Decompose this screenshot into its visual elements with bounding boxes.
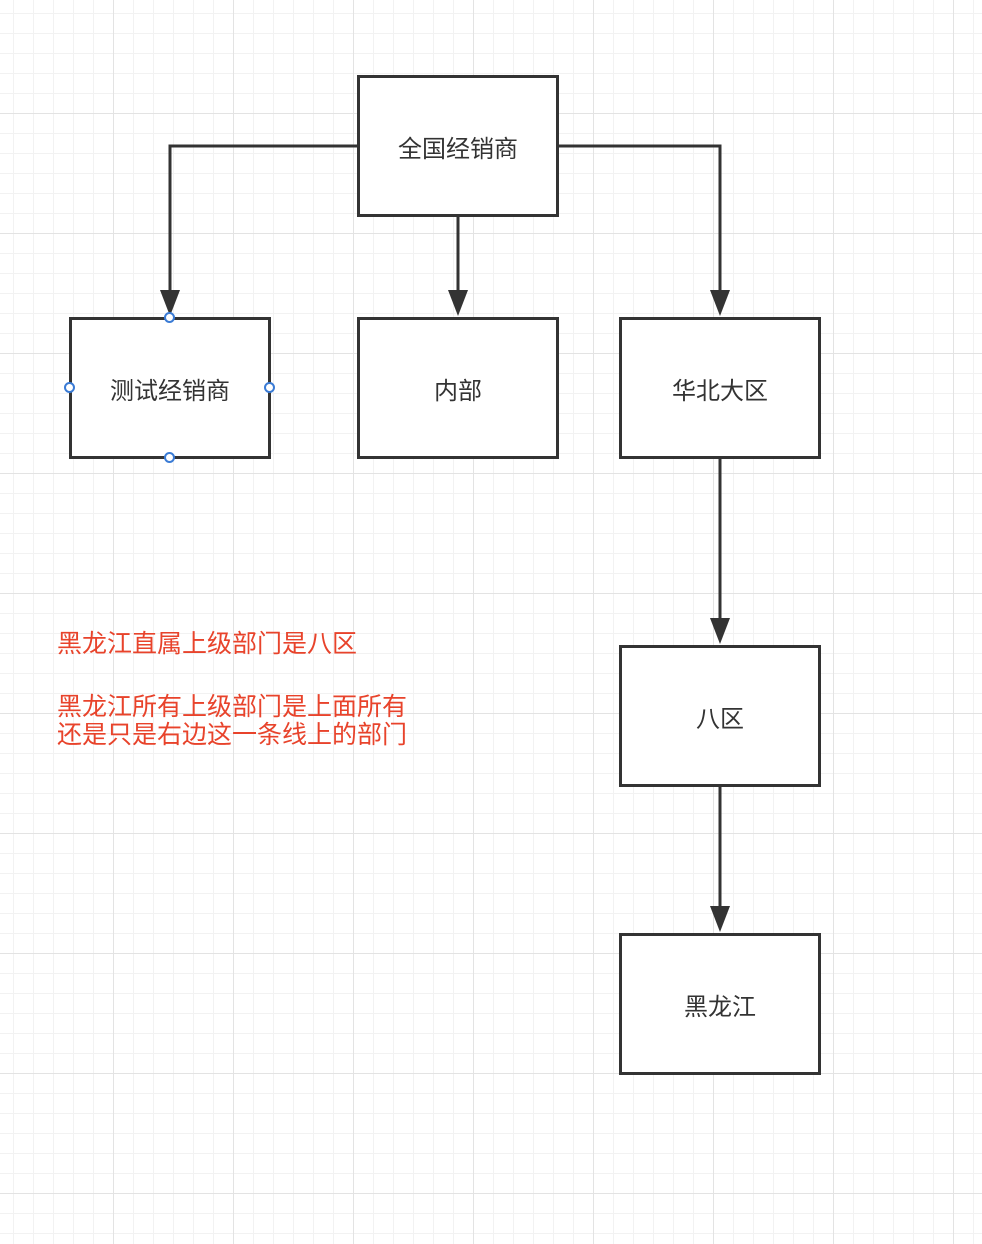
selection-handle-bottom[interactable]: [164, 452, 175, 463]
arrowhead-test-dealer: [160, 290, 180, 316]
node-root-label: 全国经销商: [398, 134, 518, 163]
note-line-3: 还是只是右边这一条线上的部门: [57, 720, 408, 749]
node-heilongjiang[interactable]: 黑龙江: [619, 933, 821, 1075]
edge-root-to-north-china[interactable]: [558, 144, 722, 290]
node-north-china[interactable]: 华北大区: [619, 317, 821, 459]
node-root[interactable]: 全国经销商: [357, 75, 559, 217]
node-north-china-label: 华北大区: [672, 376, 768, 405]
node-internal[interactable]: 内部: [357, 317, 559, 459]
arrowhead-internal: [448, 290, 468, 316]
arrowhead-district-eight: [710, 618, 730, 644]
node-heilongjiang-label: 黑龙江: [684, 992, 756, 1021]
arrowhead-north-china: [710, 290, 730, 316]
selection-handle-right[interactable]: [264, 382, 275, 393]
node-internal-label: 内部: [434, 376, 482, 405]
note-line-1: 黑龙江直属上级部门是八区: [57, 629, 358, 658]
note-line-2: 黑龙江所有上级部门是上面所有: [57, 692, 408, 721]
node-test-dealer-label: 测试经销商: [110, 376, 230, 405]
node-test-dealer[interactable]: 测试经销商: [69, 317, 271, 459]
arrowhead-heilongjiang: [710, 906, 730, 932]
node-district-eight[interactable]: 八区: [619, 645, 821, 787]
edge-root-to-test-dealer[interactable]: [168, 144, 358, 290]
selection-handle-top[interactable]: [164, 312, 175, 323]
node-district-eight-label: 八区: [696, 704, 744, 733]
selection-handle-left[interactable]: [64, 382, 75, 393]
